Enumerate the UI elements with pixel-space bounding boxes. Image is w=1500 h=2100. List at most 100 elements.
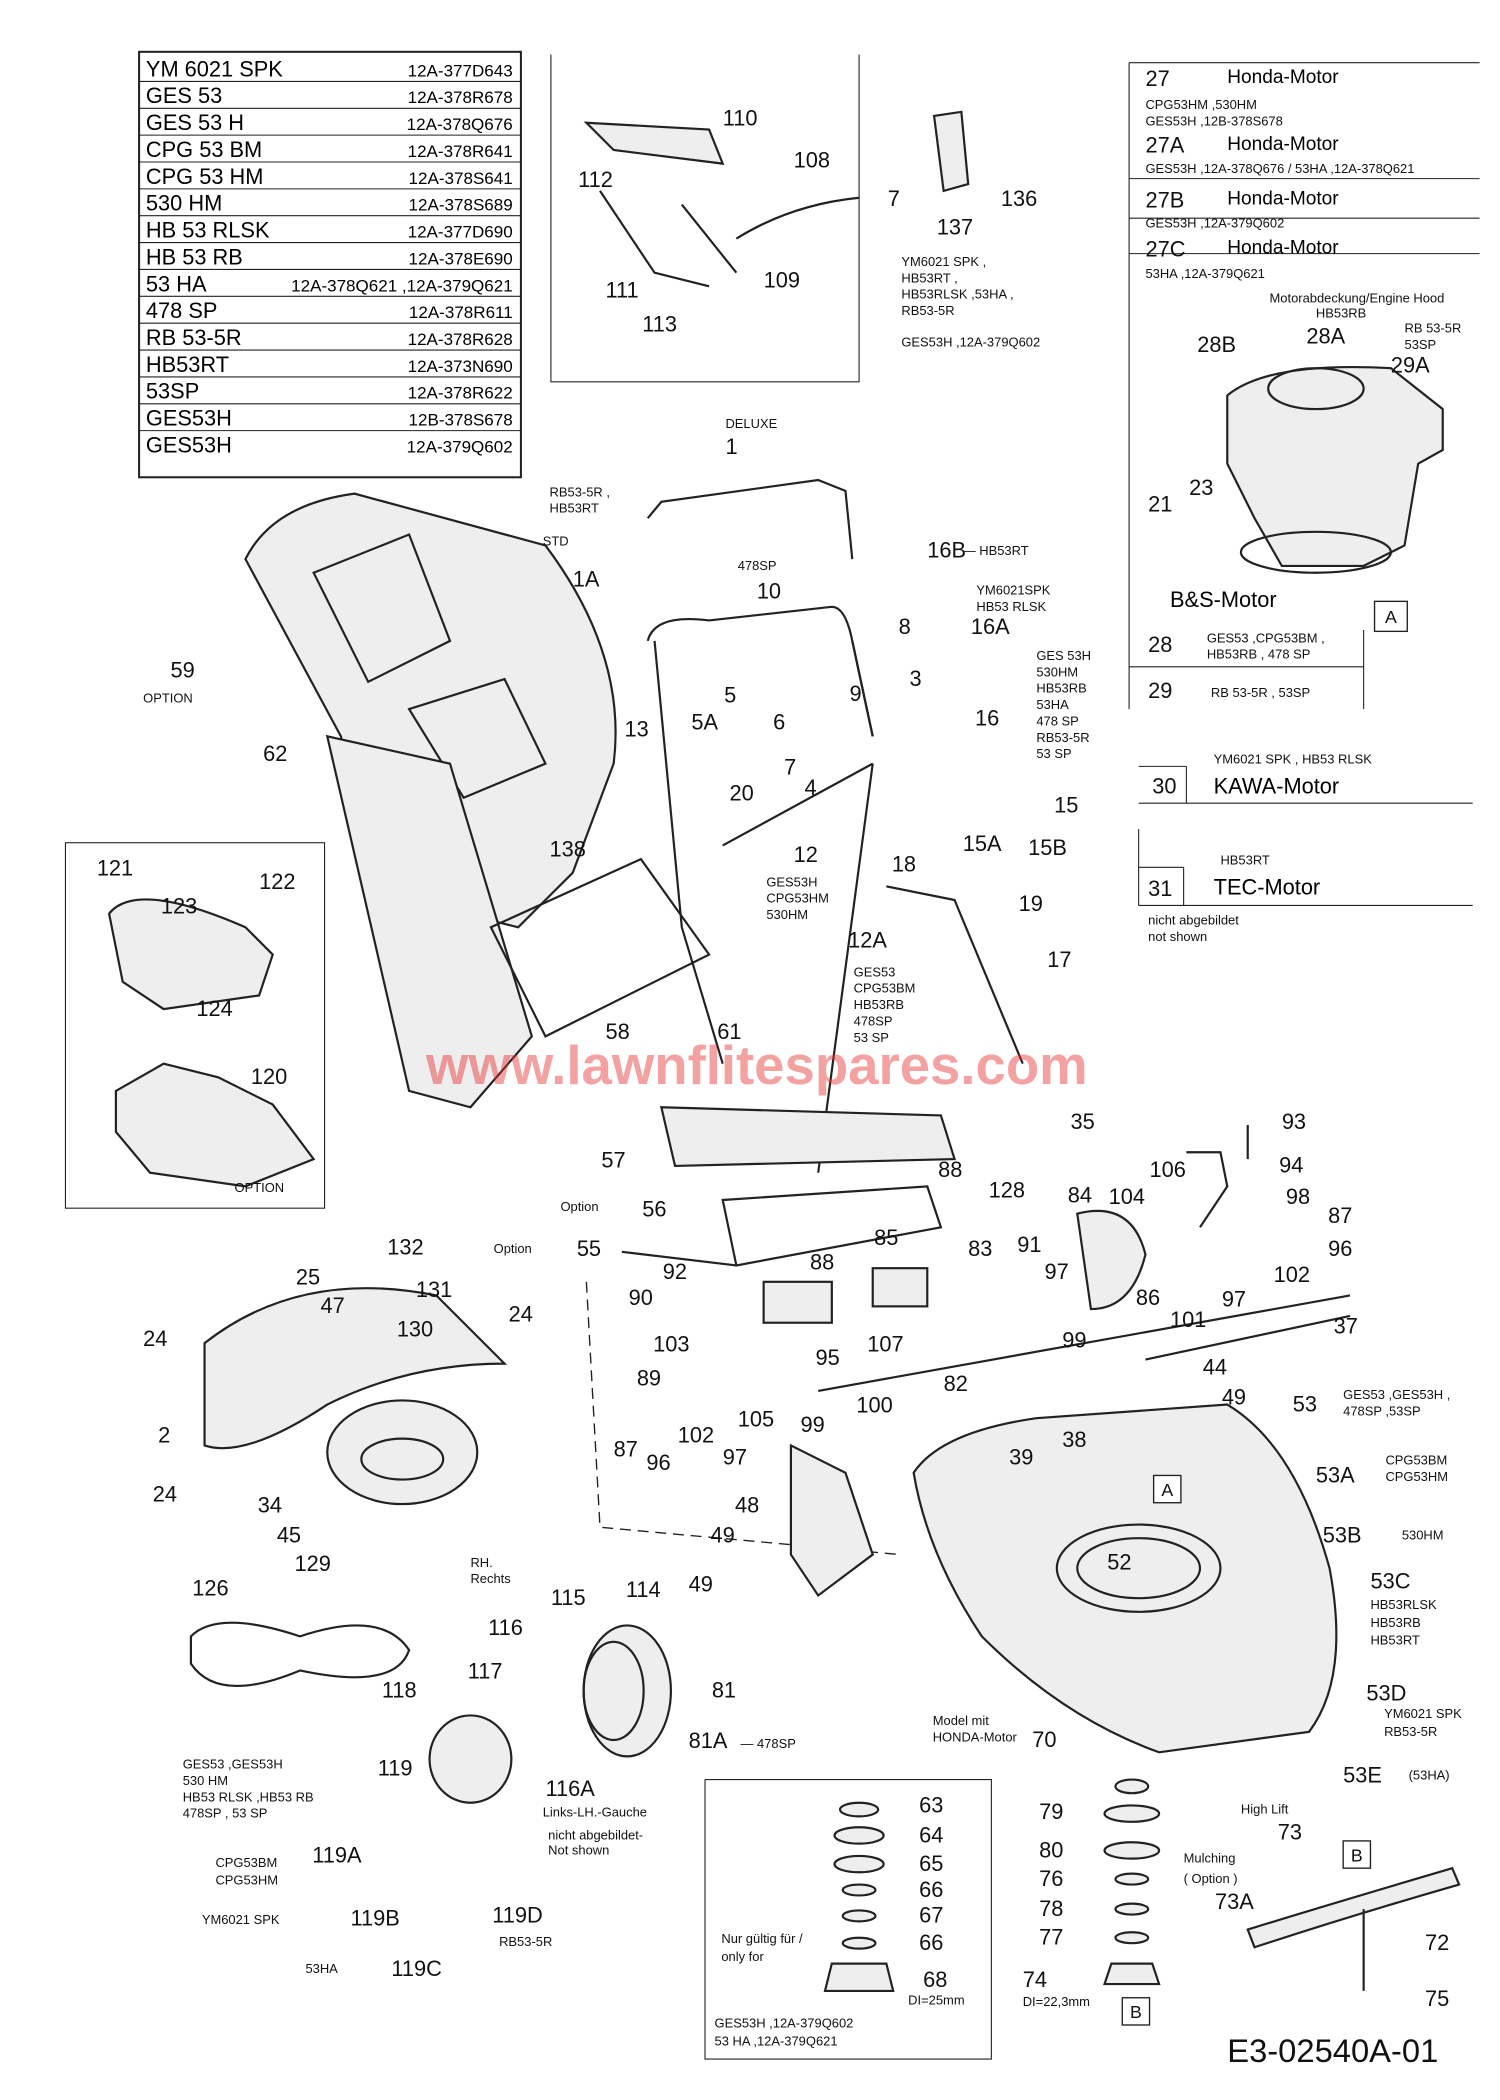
- model-name: RB 53-5R: [146, 325, 242, 350]
- model-note: 478SP: [854, 1013, 893, 1028]
- callout-47: 47: [320, 1293, 344, 1318]
- model-note: STD: [543, 533, 569, 548]
- model-note: 53 SP: [854, 1030, 889, 1045]
- model-note: OPTION: [143, 690, 193, 705]
- callout-2: 2: [158, 1423, 170, 1448]
- callout-65: 65: [919, 1851, 943, 1876]
- model-note: CPG53HM: [766, 891, 829, 906]
- callout-73A: 73A: [1215, 1889, 1254, 1914]
- model-note: RB53-5R: [901, 303, 954, 318]
- model-note: 53 HA ,12A-379Q621: [715, 2033, 838, 2048]
- callout-66: 66: [919, 1930, 943, 1955]
- model-note: HB53RT ,: [901, 270, 957, 285]
- engine-models: GES53H ,12A-378Q676 / 53HA ,12A-378Q621: [1145, 161, 1414, 176]
- callout-49: 49: [710, 1522, 734, 1547]
- callout-117: 117: [468, 1659, 503, 1684]
- model-note: CPG53HM: [215, 1873, 278, 1888]
- model-note: CPG53BM: [1385, 1453, 1447, 1468]
- callout-39: 39: [1009, 1445, 1033, 1470]
- model-note: only for: [721, 1949, 764, 1964]
- callout-35: 35: [1070, 1109, 1094, 1134]
- model-note: YM6021 SPK: [1384, 1706, 1462, 1721]
- callout-53C: 53C: [1370, 1569, 1410, 1594]
- model-name: 530 HM: [146, 191, 222, 216]
- model-name: CPG 53 BM: [146, 137, 262, 162]
- callout-20: 20: [730, 780, 754, 805]
- model-note: HB53RB: [854, 997, 904, 1012]
- rear-flap: [659, 1106, 957, 1168]
- model-name: HB 53 RB: [146, 244, 243, 269]
- engine-number: 27: [1145, 66, 1169, 91]
- callout-109: 109: [764, 268, 800, 293]
- kawa-motor-title: KAWA-Motor: [1214, 774, 1340, 799]
- model-note: HB53RLSK: [1370, 1597, 1437, 1612]
- model-note: HB53RT: [1370, 1633, 1419, 1648]
- callout-82: 82: [944, 1371, 968, 1396]
- model-note: GES 53H: [1036, 648, 1091, 663]
- tec-motor-title: TEC-Motor: [1214, 875, 1321, 900]
- model-note: YM6021SPK: [976, 583, 1050, 598]
- model-code: 12A-377D690: [408, 223, 513, 242]
- callout-96: 96: [1328, 1236, 1352, 1261]
- model-note: 530HM: [766, 907, 808, 922]
- model-note: nicht abgebildet-: [548, 1828, 643, 1843]
- model-note: YM6021 SPK: [202, 1912, 280, 1927]
- model-note: HONDA-Motor: [933, 1729, 1018, 1744]
- callout-108: 108: [794, 148, 830, 173]
- model-name: 478 SP: [146, 298, 218, 323]
- model-name: GES 53 H: [146, 110, 244, 135]
- engine-name: Honda-Motor: [1227, 134, 1339, 155]
- bs-motor-title: B&S-Motor: [1170, 587, 1277, 612]
- model-note: GES53: [854, 964, 896, 979]
- ref-box-label: A: [1161, 1480, 1173, 1500]
- callout-55: 55: [577, 1236, 601, 1261]
- callout-3: 3: [910, 666, 922, 691]
- callout-104: 104: [1109, 1184, 1145, 1209]
- callout-5: 5: [724, 682, 736, 707]
- callout-129: 129: [295, 1551, 331, 1576]
- callout-92: 92: [663, 1259, 687, 1284]
- callout-49: 49: [1222, 1385, 1246, 1410]
- model-note: — 478SP: [740, 1736, 795, 1751]
- callout-116A: 116A: [545, 1776, 595, 1801]
- callout-28A: 28A: [1306, 324, 1345, 349]
- engine-models: GES53H ,12B-378S678: [1145, 113, 1282, 128]
- callout-131: 131: [416, 1277, 452, 1302]
- model-note: RB53-5R ,: [550, 484, 610, 499]
- callout-16A: 16A: [971, 614, 1010, 639]
- watermark: www.lawnflitespares.com: [425, 1035, 1088, 1096]
- callout-94: 94: [1279, 1153, 1303, 1178]
- callout-24: 24: [509, 1301, 533, 1326]
- callout-24: 24: [153, 1481, 177, 1506]
- callout-97: 97: [723, 1445, 747, 1470]
- callout-77: 77: [1039, 1925, 1063, 1950]
- callout-118: 118: [382, 1678, 417, 1703]
- callout-12A: 12A: [848, 928, 887, 953]
- engine-models: HB53RB , 478 SP: [1207, 647, 1311, 662]
- model-note: HB53RB: [1036, 681, 1086, 696]
- callout-119A: 119A: [312, 1843, 362, 1868]
- callout-25: 25: [296, 1265, 320, 1290]
- callout-119: 119: [378, 1755, 413, 1780]
- rear-guard: [203, 1287, 508, 1450]
- callout-101: 101: [1170, 1307, 1206, 1332]
- callout-75: 75: [1425, 1986, 1449, 2011]
- ref-box-B: [1342, 1840, 1372, 1869]
- model-name: HB53RT: [146, 352, 229, 377]
- callout-111: 111: [605, 277, 638, 302]
- callout-112: 112: [578, 167, 613, 192]
- model-code: 12A-378R622: [408, 384, 513, 403]
- model-note: YM6021 SPK ,: [901, 254, 986, 269]
- callout-97: 97: [1045, 1259, 1069, 1284]
- model-code: 12A-378R641: [408, 142, 513, 161]
- callout-78: 78: [1039, 1896, 1063, 1921]
- callout-64: 64: [919, 1822, 943, 1847]
- drawing-number: E3-02540A-01: [1227, 2032, 1438, 2069]
- model-note: Option: [494, 1241, 532, 1256]
- callout-137: 137: [937, 215, 973, 240]
- callout-83: 83: [968, 1236, 992, 1261]
- callout-59: 59: [170, 658, 194, 683]
- model-note: Rechts: [470, 1571, 510, 1586]
- callout-28B: 28B: [1197, 332, 1236, 357]
